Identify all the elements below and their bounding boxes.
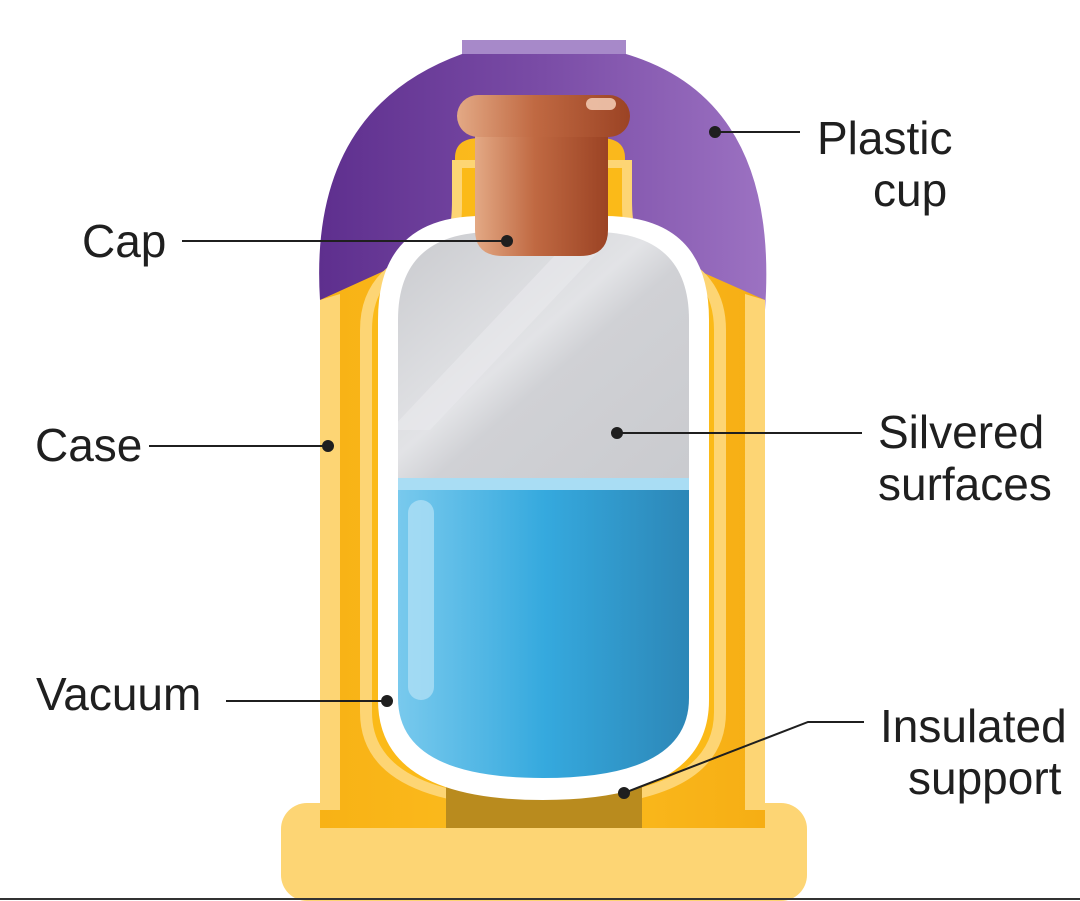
- label-vacuum: Vacuum: [36, 668, 201, 720]
- silvered-dot: [611, 427, 623, 439]
- label-support: support: [908, 752, 1062, 804]
- label-plastic: Plastic: [817, 112, 952, 164]
- label-cup: cup: [873, 164, 947, 216]
- labels: Plastic cup Cap Case Silvered surfaces V…: [35, 112, 1067, 804]
- leader-lines: [149, 126, 864, 799]
- liquid: [398, 480, 689, 778]
- case-dot: [322, 440, 334, 452]
- label-insulated: Insulated: [880, 700, 1067, 752]
- label-case: Case: [35, 419, 142, 471]
- cap: [457, 95, 630, 256]
- label-cap: Cap: [82, 215, 166, 267]
- label-silvered: Silvered: [878, 406, 1044, 458]
- insulated-leader: [623, 721, 864, 794]
- inner-bottle: [398, 232, 689, 778]
- plastic-cup-dot: [709, 126, 721, 138]
- cap-dot: [501, 235, 513, 247]
- insulated-dot: [618, 787, 630, 799]
- label-surfaces: surfaces: [878, 458, 1052, 510]
- vacuum-dot: [381, 695, 393, 707]
